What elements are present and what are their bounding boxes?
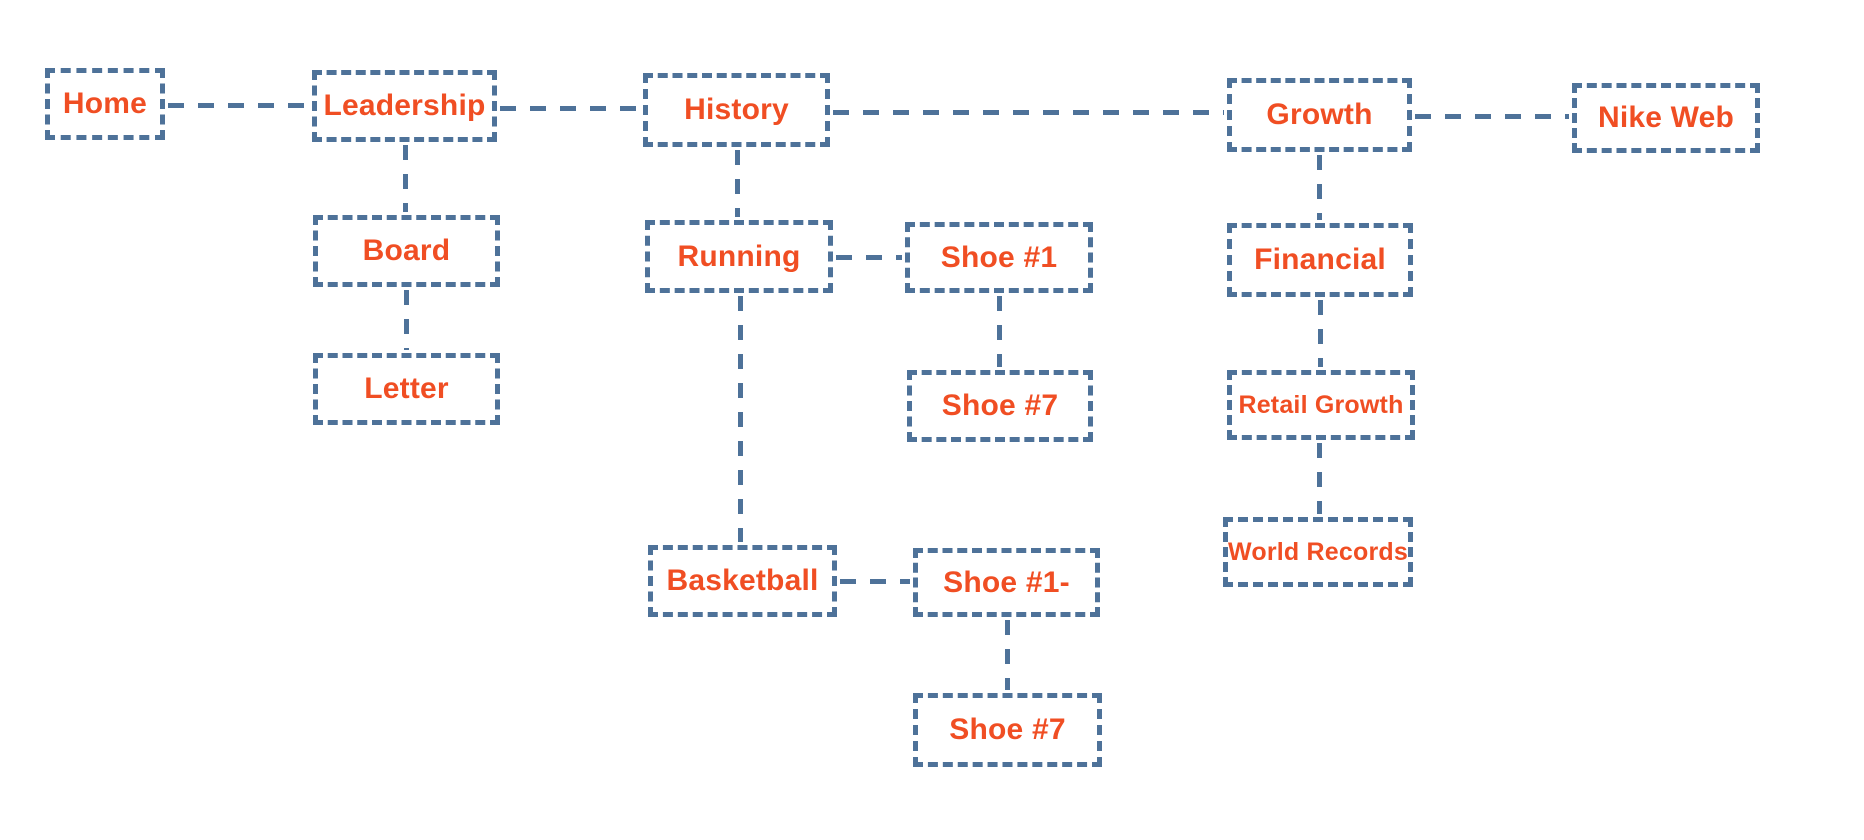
edge-leadership-board [403, 145, 408, 212]
node-label-history: History [684, 93, 789, 126]
node-label-shoe-1: Shoe #1 [940, 240, 1058, 274]
edge-financial-retail-growth [1318, 300, 1323, 367]
node-financial[interactable]: Financial [1227, 223, 1413, 297]
node-label-leadership: Leadership [323, 89, 486, 122]
node-board[interactable]: Board [313, 215, 500, 287]
node-label-letter: Letter [364, 372, 449, 405]
node-label-financial: Financial [1254, 243, 1386, 276]
node-label-home: Home [62, 87, 148, 120]
edge-running-shoe-1 [836, 254, 902, 260]
node-label-world-records: World Records [1228, 537, 1408, 566]
node-label-basketball: Basketball [666, 564, 819, 597]
edge-history-growth [833, 110, 1224, 115]
node-growth[interactable]: Growth [1227, 78, 1412, 152]
node-shoe-7-basketball[interactable]: Shoe #7 [913, 693, 1102, 767]
node-letter[interactable]: Letter [313, 353, 500, 425]
edge-shoe-1b-shoe-7-basketball [1004, 620, 1010, 690]
edge-board-letter [404, 290, 409, 350]
edge-home-leadership [168, 102, 309, 108]
node-running[interactable]: Running [645, 220, 833, 293]
node-retail-growth[interactable]: Retail Growth [1227, 370, 1415, 440]
node-shoe-1b[interactable]: Shoe #1- [913, 548, 1100, 617]
node-shoe-7-running[interactable]: Shoe #7 [907, 370, 1093, 442]
node-label-growth: Growth [1266, 98, 1373, 131]
node-label-board: Board [362, 234, 451, 267]
node-label-shoe-1b: Shoe #1- [943, 565, 1070, 599]
node-history[interactable]: History [643, 73, 830, 147]
edge-shoe-1-shoe-7-running [997, 296, 1002, 367]
edge-leadership-history [500, 105, 640, 111]
node-label-shoe-7-running: Shoe #7 [941, 389, 1059, 422]
node-world-records[interactable]: World Records [1223, 517, 1413, 587]
node-home[interactable]: Home [45, 68, 165, 140]
edge-basketball-shoe-1b [840, 579, 910, 585]
edge-running-basketball [738, 296, 744, 542]
edge-growth-nike-web [1415, 114, 1569, 119]
node-label-retail-growth: Retail Growth [1238, 390, 1404, 419]
node-nike-web[interactable]: Nike Web [1572, 83, 1760, 153]
node-label-shoe-7-basketball: Shoe #7 [949, 713, 1066, 746]
node-leadership[interactable]: Leadership [312, 70, 497, 142]
edge-growth-financial [1317, 155, 1323, 220]
edge-history-running [735, 150, 741, 217]
edge-retail-growth-world-records [1317, 443, 1322, 514]
node-label-running: Running [677, 239, 801, 273]
node-basketball[interactable]: Basketball [648, 545, 837, 617]
node-shoe-1[interactable]: Shoe #1 [905, 222, 1093, 293]
node-label-nike-web: Nike Web [1597, 101, 1735, 134]
